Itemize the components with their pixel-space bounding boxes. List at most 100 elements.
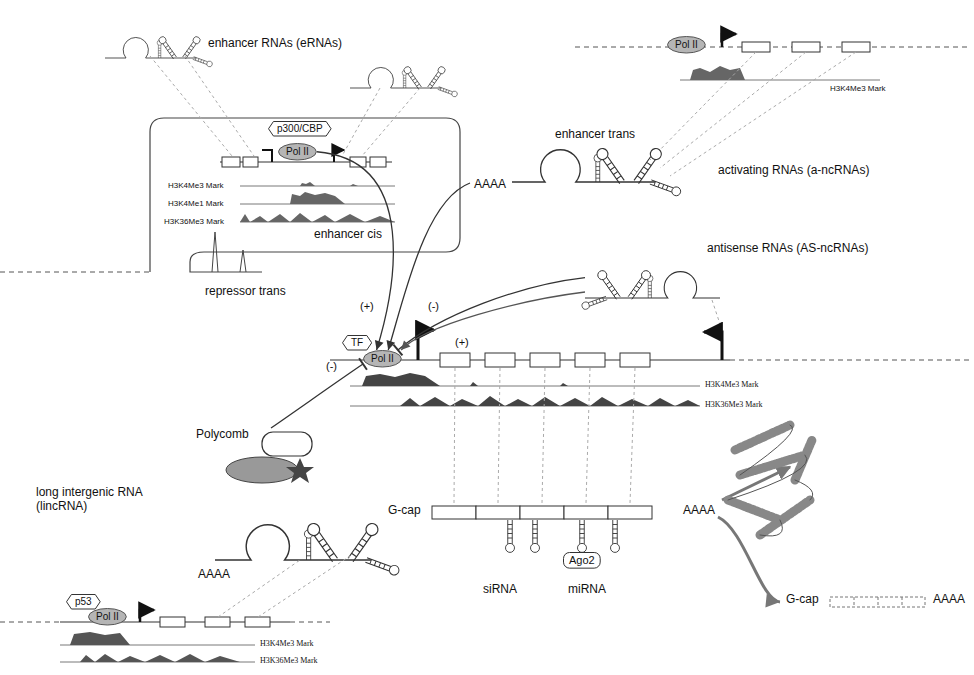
annotation-label: siRNA	[483, 583, 517, 597]
node-text: Polycomb	[196, 428, 249, 442]
histone-track	[350, 373, 700, 406]
mrna-node: G-cap AAAA	[388, 503, 718, 523]
ellipse-outline	[89, 609, 127, 626]
rna-structure	[215, 521, 400, 576]
mrna-node: G-cap AAAA	[780, 592, 966, 612]
node-text: AAAA	[683, 504, 715, 518]
ellipse-outline	[364, 351, 402, 368]
connector	[718, 517, 780, 602]
dna-line	[575, 47, 970, 48]
degraded-exon	[830, 597, 925, 607]
rna-structure	[105, 35, 213, 67]
node-text: TF	[351, 337, 363, 349]
connector	[388, 183, 470, 350]
node-text: p300/CBP	[277, 123, 323, 135]
ago-box: Ago2	[563, 552, 601, 569]
annotation-label: (-)	[428, 300, 439, 313]
annotation-label: H3K36Me3 Mark	[260, 656, 318, 665]
rna-structure	[350, 65, 458, 97]
ellipse-outline	[668, 37, 706, 54]
polycomb-subunit	[262, 432, 312, 456]
hairpin	[611, 520, 620, 552]
annotation-label: H3K36Me3 Mark	[705, 400, 763, 409]
edge-label: enhancer cis	[312, 228, 384, 242]
polycomb-subunit	[286, 458, 314, 483]
protein-structure	[728, 425, 813, 536]
annotation-label: H3K4Me3 Mark	[830, 84, 886, 93]
node-text: Pol II	[371, 353, 394, 365]
annotation-label: enhancer RNAs (eRNAs)	[208, 37, 342, 51]
ellipse-outline	[279, 144, 317, 161]
exon-box	[440, 353, 650, 367]
tss-arrow	[140, 610, 154, 622]
factor-hexagon: TF	[342, 335, 372, 351]
exon-box	[160, 617, 270, 627]
hexagon-outline	[67, 595, 101, 610]
node-text: long intergenic RNA (lincRNA)	[36, 486, 156, 514]
connector-head	[765, 594, 780, 608]
factor-hexagon: p53	[66, 594, 101, 610]
polymerase-ellipse: Pol II	[667, 36, 706, 54]
chromatin-loop	[150, 118, 460, 272]
rna-strand	[585, 298, 603, 299]
annotation-label: miRNA	[568, 583, 606, 597]
annotation-label: H3K4Me3 Mark	[705, 380, 759, 389]
dna-line	[0, 272, 150, 273]
rna-node: antisense RNAs (AS-ncRNAs)	[585, 238, 885, 310]
node-text: G-cap	[786, 593, 819, 607]
polymerase-ellipse: Pol II	[88, 608, 127, 626]
node-text: activating RNAs (a-ncRNAs)	[718, 164, 869, 178]
connector	[401, 292, 585, 350]
leader-line	[650, 52, 856, 176]
complex-node: Polycomb	[196, 428, 321, 488]
leader-line	[712, 300, 722, 330]
annotation-label: (+)	[455, 336, 469, 349]
annotation-label: H3K4Me3 Mark	[168, 181, 224, 190]
polymerase-ellipse: Pol II	[363, 350, 402, 368]
polymerase-ellipse: Pol II	[278, 143, 317, 161]
rna-structure	[581, 269, 720, 310]
edge-label: repressor trans	[203, 285, 288, 299]
protein-hexagon: p300/CBP	[268, 121, 332, 137]
hairpin	[578, 520, 587, 552]
hairpin	[506, 520, 515, 552]
leader-line	[454, 368, 635, 503]
node-text: AAAA	[933, 593, 965, 607]
histone-peak	[690, 66, 745, 80]
annotation-label: H3K4Me3 Mark	[260, 639, 314, 648]
connector	[398, 278, 585, 350]
hexagon-outline	[269, 122, 332, 137]
node-text: Pol II	[286, 146, 309, 158]
leader-line	[150, 56, 420, 156]
node-text: Pol II	[675, 39, 698, 51]
tss-arrow	[722, 34, 736, 47]
annotation-label: H3K36Me3 Mark	[164, 217, 224, 226]
dna-line	[730, 360, 970, 361]
edge-label: enhancer trans	[553, 128, 637, 142]
annotation-label: (+)	[360, 300, 374, 313]
annotation-label: H3K4Me1 Mark	[168, 199, 224, 208]
tss-arrow	[704, 332, 722, 360]
node-text: G-cap	[388, 504, 421, 518]
histone-track	[60, 632, 255, 662]
annotation-label: (-)	[326, 360, 337, 373]
node-text: antisense RNAs (AS-ncRNAs)	[707, 242, 868, 256]
rna-node: long intergenic RNA (lincRNA) AAAA	[30, 482, 390, 587]
chromatin-spike	[212, 232, 246, 272]
exon-box	[742, 42, 870, 52]
connector	[271, 364, 363, 428]
rna-structure	[512, 146, 682, 197]
polycomb-subunit	[226, 457, 298, 483]
rounded-outline	[564, 553, 601, 569]
hairpin	[531, 520, 540, 552]
node-text: AAAA	[198, 568, 230, 582]
node-text: Ago2	[569, 554, 595, 567]
node-text: Pol II	[96, 611, 119, 623]
exon-box	[432, 506, 652, 519]
connector-head	[375, 340, 384, 350]
node-text: AAAA	[474, 178, 506, 192]
histone-track	[240, 182, 395, 222]
connector	[317, 152, 393, 350]
